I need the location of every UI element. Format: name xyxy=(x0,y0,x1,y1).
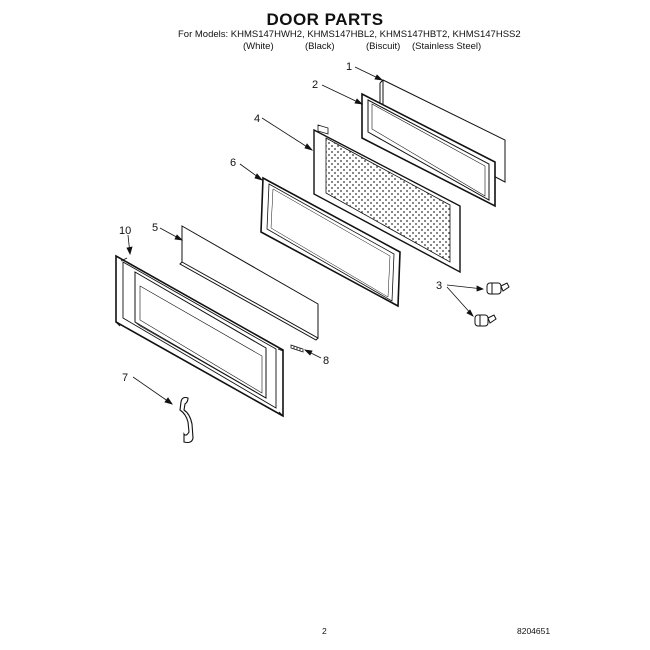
callout-8: 8 xyxy=(323,355,329,367)
callout-2: 2 xyxy=(312,79,318,91)
callout-10: 10 xyxy=(119,225,131,237)
models-line: For Models: KHMS147HWH2, KHMS147HBL2, KH… xyxy=(178,29,521,40)
part-5-inner-glass xyxy=(179,225,319,341)
part-10-door-frame xyxy=(115,254,284,418)
variant-biscuit: (Biscuit) xyxy=(366,41,401,52)
callout-6: 6 xyxy=(230,157,236,169)
callout-4: 4 xyxy=(254,113,260,125)
variant-black: (Black) xyxy=(305,41,335,52)
variant-white: (White) xyxy=(243,41,274,52)
leader-lines xyxy=(126,66,485,405)
callout-3: 3 xyxy=(436,280,442,292)
part-8-screw xyxy=(290,344,304,353)
variant-stainless-steel: (Stainless Steel) xyxy=(412,41,482,52)
part-4-perforated-screen xyxy=(313,124,461,274)
part-7-handle xyxy=(179,396,194,444)
callout-1: 1 xyxy=(346,61,352,73)
page-number: 2 xyxy=(322,626,327,636)
part-6-choke-frame xyxy=(260,176,401,308)
callout-7: 7 xyxy=(122,372,128,384)
callout-5: 5 xyxy=(152,222,158,234)
part-3-hinge-pins xyxy=(474,282,510,327)
part-2-gasket-frame xyxy=(361,92,496,208)
document-number: 8204651 xyxy=(517,626,551,636)
callout-labels: 1 2 3 4 5 6 7 8 10 xyxy=(119,61,442,384)
page-title: DOOR PARTS xyxy=(266,10,384,29)
